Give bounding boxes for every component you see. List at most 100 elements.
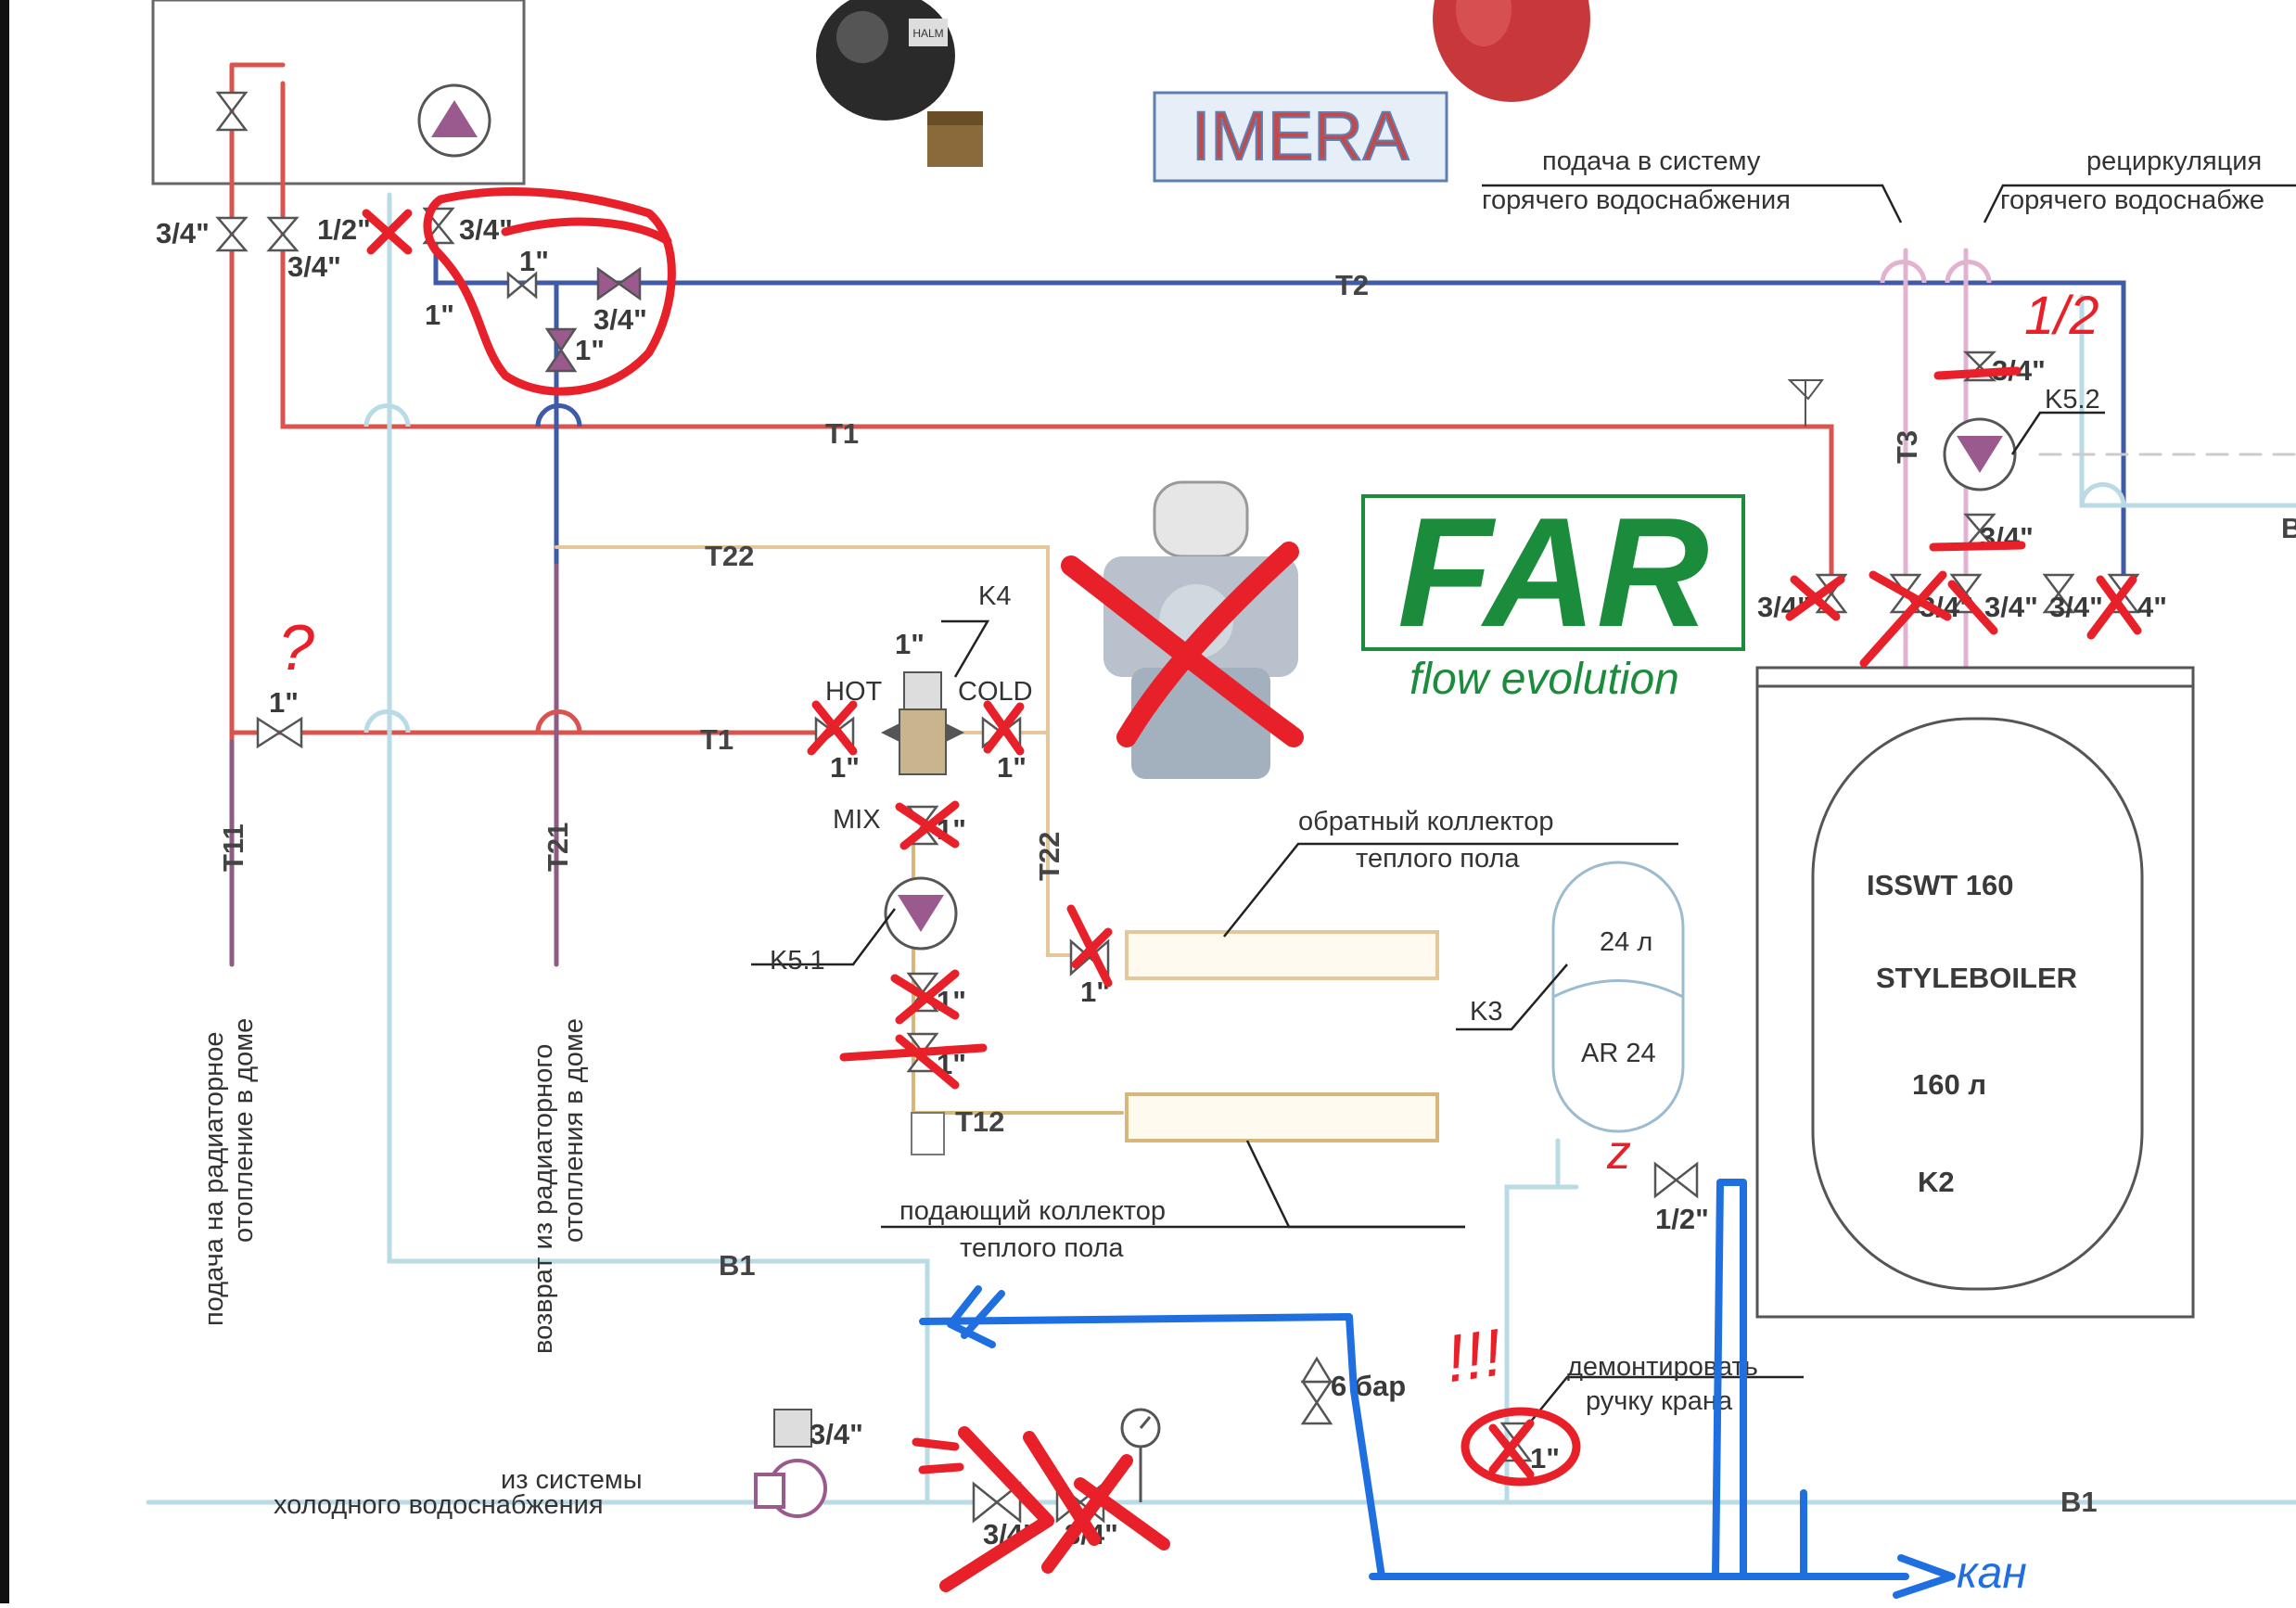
- pump-k52-icon: [1943, 417, 2017, 491]
- radiator-return-caption-1: возврат из радиаторного: [529, 1044, 558, 1354]
- cross-mark: [839, 1034, 988, 1090]
- cross-mark: [1488, 1419, 1535, 1479]
- pipe-label-t22-side: T22: [1033, 832, 1065, 881]
- cross-mark: [890, 969, 960, 1025]
- pressure-reducer-icon: [754, 1409, 827, 1518]
- cross-mark: [983, 700, 1025, 756]
- valve-icon: [506, 271, 538, 300]
- valve-icon: [1300, 1380, 1333, 1425]
- blue-line: [919, 1313, 1385, 1580]
- blue-line: [1712, 1179, 1747, 1580]
- pump-photo: HALM: [816, 0, 983, 167]
- cross-mark: [1785, 575, 1845, 621]
- hw-supply-caption-1: подача в систему: [1542, 147, 1761, 176]
- valve-icon: [215, 91, 249, 132]
- expansion-tank-k3: [1551, 861, 1685, 1133]
- size-label: 1": [519, 245, 549, 277]
- arrow-head-icon: [947, 1285, 1005, 1348]
- z-mark: z: [1606, 1126, 1631, 1180]
- cross-mark: [807, 700, 858, 756]
- valve-icon: [215, 216, 249, 252]
- scan-edge: [0, 0, 9, 1603]
- cold-water-caption-2: холодного водоснабжения: [274, 1490, 604, 1520]
- pipe-label-b1-right: B1: [2060, 1486, 2098, 1518]
- return-manifold: [1125, 930, 1439, 980]
- pipe-label-t3: T3: [1891, 430, 1923, 464]
- pump-k51-icon: [884, 876, 958, 951]
- far-logo: FAR flow evolution: [1361, 485, 1745, 704]
- size-label: 3/4": [810, 1418, 863, 1450]
- size-label: 1": [1530, 1442, 1560, 1474]
- valve-icon: [2042, 573, 2075, 614]
- radiator-supply-caption-1: подача на радиаторное: [199, 1032, 229, 1326]
- pump-brand: HALM: [912, 27, 943, 40]
- imera-text: IMERA: [1192, 97, 1409, 174]
- size-label: 1": [575, 334, 605, 366]
- size-label: 1": [895, 628, 925, 660]
- expansion-tank-photo: [1433, 0, 1590, 102]
- big-cross-mark: [939, 1426, 1170, 1592]
- boiler-id: K2: [1918, 1166, 1955, 1198]
- strike-mark: [1929, 541, 2026, 552]
- dismount-caption-2: ручку крана: [1586, 1386, 1733, 1416]
- pipe-label-b-edge: B: [2281, 512, 2296, 544]
- boiler-brand: STYLEBOILER: [1876, 962, 2077, 994]
- boiler-volume: 160 л: [1912, 1068, 1986, 1101]
- hw-recirc-caption-1: рециркуляция: [2086, 147, 2262, 176]
- return-floor-caption-2: теплого пола: [1356, 844, 1520, 874]
- valve-icon: [256, 716, 303, 749]
- hw-recirc-caption-2: горячего водоснабже: [2000, 185, 2264, 215]
- valve-icon: [1653, 1161, 1699, 1199]
- label-k4: K4: [978, 581, 1011, 611]
- size-label: 4": [2137, 591, 2167, 623]
- strainer-icon: [911, 1112, 945, 1155]
- far-tagline: flow evolution: [1409, 655, 1679, 704]
- hw-supply-caption-2: горячего водоснабжения: [1482, 185, 1791, 215]
- label-k3: K3: [1470, 997, 1502, 1027]
- strike-mark: [912, 1437, 964, 1474]
- pipe-label-t12: T12: [955, 1105, 1004, 1138]
- half-inch-note: 1/2: [2024, 286, 2099, 346]
- label-cold: COLD: [958, 677, 1033, 707]
- pressure-gauge-icon: [1120, 1408, 1161, 1502]
- size-label: 1": [997, 751, 1027, 784]
- pipe-label-t1-mid: T1: [700, 723, 733, 756]
- circle-mark: [423, 187, 676, 396]
- cross-mark: [1859, 570, 1952, 668]
- size-label: 3/4": [156, 217, 210, 249]
- size-label: 1": [425, 299, 454, 331]
- valve-icon: [596, 266, 642, 301]
- cold-water-caption-1: из системы: [501, 1465, 643, 1495]
- supply-manifold: [1125, 1092, 1439, 1142]
- red-annotations: 1/2 ? z !!!: [278, 187, 2142, 1592]
- boiler-k2: [1755, 666, 2195, 1319]
- pipe-label-t22-top: T22: [705, 540, 754, 572]
- strike-mark: [501, 217, 672, 246]
- valve-icon: [266, 216, 300, 252]
- blue-annotations: кан: [919, 1179, 2027, 1599]
- size-label: 1/2": [1655, 1203, 1709, 1235]
- cross-mark: [1947, 580, 1998, 635]
- tank-model: AR 24: [1581, 1039, 1656, 1068]
- size-label: 1/2": [317, 213, 371, 246]
- pipe-crossings: [364, 260, 2126, 734]
- arrow-head-icon: [1893, 1554, 1956, 1599]
- dismount-caption-1: демонтировать: [1567, 1352, 1758, 1382]
- thermostatic-mixer-icon: [881, 671, 964, 775]
- leader-lines: [751, 184, 2296, 1429]
- return-floor-caption-1: обратный коллектор: [1298, 807, 1553, 836]
- label-mix: MIX: [833, 805, 881, 835]
- strike-mark: [1933, 366, 2022, 380]
- cross-mark: [362, 209, 413, 255]
- valve-icon: [544, 327, 578, 373]
- size-label: 3/4": [2049, 591, 2103, 623]
- size-label: 3/4": [287, 250, 341, 283]
- cross-mark: [1066, 904, 1113, 988]
- supply-floor-caption-2: теплого пола: [960, 1233, 1124, 1263]
- radiator-return-caption-2: отопления в доме: [559, 1018, 589, 1243]
- pipe-label-t21: T21: [542, 823, 574, 872]
- radiator-supply-caption-2: отопление в доме: [229, 1018, 259, 1243]
- circle-mark: [1461, 1407, 1581, 1487]
- relief-pressure: 6 бар: [1331, 1370, 1406, 1402]
